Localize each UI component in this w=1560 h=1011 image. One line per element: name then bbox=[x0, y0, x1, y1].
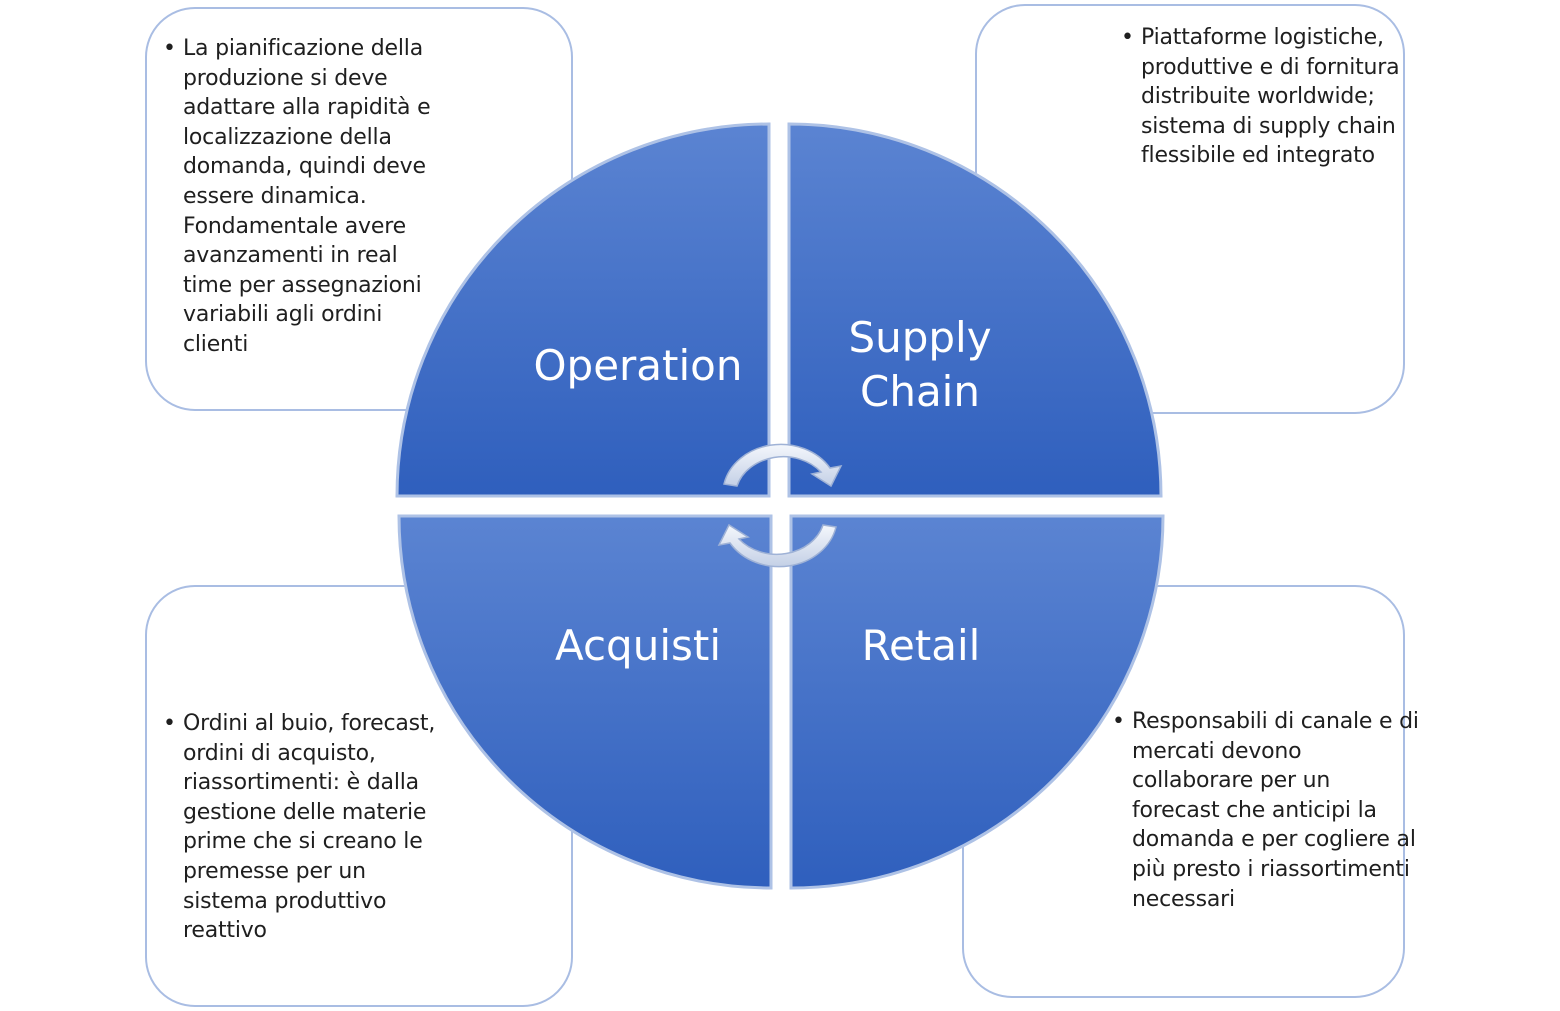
note-box-acquisti: Ordini al buio, forecast, ordini di acqu… bbox=[145, 585, 573, 1007]
label-supply: Supply bbox=[848, 313, 991, 362]
note-text-retail: Responsabili di canale e di mercati devo… bbox=[1112, 707, 1422, 914]
note-text-operation: La pianificazione della produzione si de… bbox=[163, 34, 453, 360]
note-list-acquisti: Ordini al buio, forecast, ordini di acqu… bbox=[147, 709, 453, 946]
note-text-supply-chain: Piattaforme logistiche, produttive e di … bbox=[1121, 23, 1421, 171]
note-list-retail: Responsabili di canale e di mercati devo… bbox=[1096, 707, 1422, 914]
note-list-supply-chain: Piattaforme logistiche, produttive e di … bbox=[1105, 23, 1421, 171]
label-chain: Chain bbox=[860, 367, 980, 416]
cycle-arrow-counterclockwise-icon bbox=[717, 523, 837, 568]
note-list-operation: La pianificazione della produzione si de… bbox=[147, 34, 453, 360]
note-box-operation: La pianificazione della produzione si de… bbox=[145, 7, 573, 411]
note-text-acquisti: Ordini al buio, forecast, ordini di acqu… bbox=[163, 709, 453, 946]
note-box-retail: Responsabili di canale e di mercati devo… bbox=[962, 585, 1419, 998]
note-box-supply-chain: Piattaforme logistiche, produttive e di … bbox=[975, 4, 1405, 414]
label-acquisti: Acquisti bbox=[555, 621, 721, 670]
cycle-arrow-clockwise-icon bbox=[723, 443, 843, 488]
